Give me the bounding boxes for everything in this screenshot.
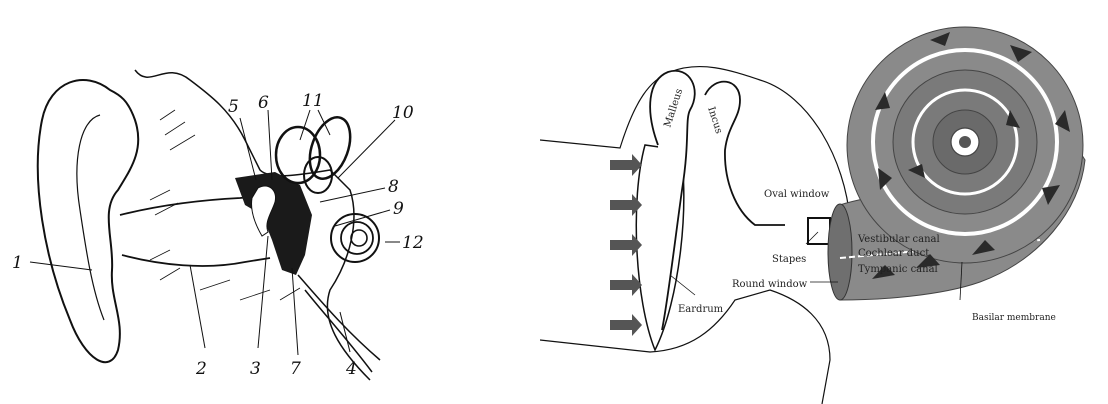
sound-arrows [610,154,642,336]
pinna-shape [38,80,138,362]
label-9: 9 [393,199,404,219]
ear-canal-lower [122,255,270,266]
cochlea-mechanism-drawing: Malleus Incus Oval window Stapes Round w… [540,0,1108,404]
label-3: 3 [250,359,261,379]
eustachian-tube [298,275,380,372]
label-cochlear-duct: Cochlear duct [858,248,929,259]
middle-ear-cavity [235,172,312,275]
label-4: 4 [345,359,357,379]
cochlea-mechanism-diagram: Malleus Incus Oval window Stapes Round w… [540,0,1108,404]
label-10: 10 [392,103,414,123]
label-stapes: Stapes [772,254,806,265]
cochlea-tube-end [828,204,852,300]
leader-lines [30,110,400,355]
ear-canal [120,196,262,215]
ear-anatomy-drawing: 1 2 3 4 5 6 7 8 9 10 11 12 [0,0,440,404]
pinna-inner [77,115,104,320]
ear-anatomy-diagram: 1 2 3 4 5 6 7 8 9 10 11 12 [0,0,440,404]
label-eardrum: Eardrum [678,304,724,315]
label-12: 12 [402,233,424,253]
label-round-window: Round window [732,279,808,290]
label-6: 6 [258,93,269,113]
label-oval-window: Oval window [764,189,830,200]
cochlea-coil-core [959,136,971,148]
label-tympanic-canal: Tympanic canal [858,264,938,275]
label-basilar-membrane: Basilar membrane [972,313,1056,323]
label-7: 7 [290,359,301,379]
cochlea-inner [351,230,367,246]
stapes-shape [808,218,830,244]
label-8: 8 [388,177,399,197]
label-5: 5 [228,97,239,117]
label-11: 11 [302,91,324,111]
incus-shape [705,82,785,225]
cochlea-outer [331,214,379,262]
label-2: 2 [195,359,207,379]
label-vestibular-canal: Vestibular canal [857,234,940,245]
label-1: 1 [12,253,23,273]
cochlea-mid [341,222,373,254]
